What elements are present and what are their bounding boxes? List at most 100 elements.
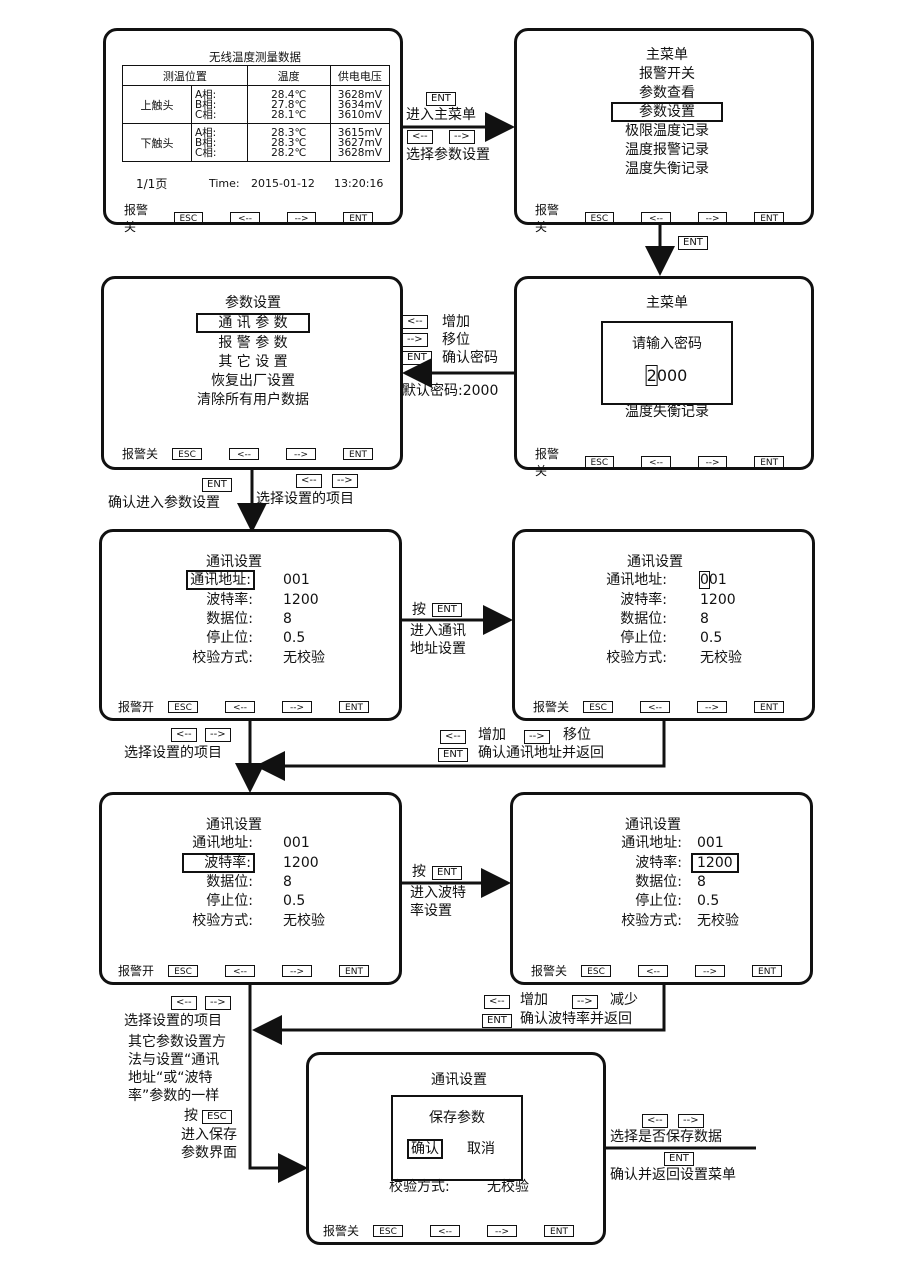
label-stop-bits[interactable]: 停止位:: [206, 893, 253, 909]
esc-button[interactable]: ESC: [172, 447, 203, 460]
label-stop-bits[interactable]: 停止位:: [206, 630, 253, 646]
right-button[interactable]: -->: [286, 212, 317, 224]
key-ent: ENT: [664, 1152, 694, 1166]
screen-comm-edit-address: 通讯设置 通讯地址: 001 波特率: 1200 数据位: 8 停止位: 0.5…: [512, 529, 815, 721]
esc-button[interactable]: ESC: [373, 1224, 404, 1237]
param-item-clear-data[interactable]: 清除所有用户数据: [197, 392, 309, 408]
value-comm-address-editing[interactable]: 001: [699, 571, 727, 589]
label-comm-address[interactable]: 通讯地址:: [192, 835, 253, 851]
alarm-status: 报警关: [533, 700, 570, 714]
param-item-alarm[interactable]: 报 警 参 数: [218, 335, 288, 351]
esc-button[interactable]: ESC: [581, 964, 612, 977]
ent-button[interactable]: ENT: [544, 1224, 575, 1237]
ent-button[interactable]: ENT: [754, 456, 785, 468]
ent-button[interactable]: ENT: [339, 964, 370, 977]
header-voltage: 供电电压: [329, 65, 391, 86]
confirm-button[interactable]: 确认: [407, 1139, 443, 1159]
left-button[interactable]: <--: [230, 212, 260, 224]
ann-enter-baud: 进入波特: [410, 885, 466, 901]
esc-button[interactable]: ESC: [584, 212, 615, 224]
ann-confirm-enter-params: 确认进入参数设置: [108, 495, 220, 511]
label-comm-address[interactable]: 通讯地址:: [606, 572, 667, 588]
menu-item-temp-imbalance-record[interactable]: 温度失衡记录: [625, 161, 709, 177]
softkey-row: 报警关 ESC <-- --> ENT: [535, 445, 811, 479]
softkey-row: 报警关 ESC <-- --> ENT: [531, 962, 809, 979]
left-button[interactable]: <--: [430, 1224, 461, 1237]
label-baud-rate[interactable]: 波特率:: [635, 855, 682, 871]
key-left: <--: [407, 130, 433, 144]
label-data-bits[interactable]: 数据位:: [206, 611, 253, 627]
ann-increase: 增加: [520, 992, 548, 1008]
key-ent: ENT: [426, 92, 456, 106]
label-data-bits[interactable]: 数据位:: [206, 874, 253, 890]
esc-button[interactable]: ESC: [584, 456, 615, 468]
menu-item-param-view[interactable]: 参数查看: [639, 85, 695, 101]
label-baud-rate[interactable]: 波特率:: [182, 853, 255, 873]
screen-param-settings: 参数设置 通 讯 参 数 报 警 参 数 其 它 设 置 恢复出厂设置 清除所有…: [101, 276, 403, 470]
screen-password: 主菜单 请输入密码 2000 温度失衡记录 报警关 ESC <-- --> EN…: [514, 276, 814, 478]
softkey-row: 报警关 ESC <-- --> ENT: [533, 698, 811, 715]
alarm-status: 报警关: [531, 964, 568, 978]
pwd-cursor-digit: 2: [645, 365, 658, 386]
right-button[interactable]: -->: [695, 964, 726, 977]
pwd-below-text: 温度失衡记录: [625, 404, 709, 420]
ent-button[interactable]: ENT: [752, 964, 783, 977]
menu-item-alarm-switch[interactable]: 报警开关: [639, 66, 695, 82]
ent-button[interactable]: ENT: [754, 700, 785, 713]
menu-item-param-setting[interactable]: 参数设置: [611, 102, 723, 122]
param-item-other[interactable]: 其 它 设 置: [218, 354, 288, 370]
ent-button[interactable]: ENT: [343, 212, 374, 224]
left-button[interactable]: <--: [225, 964, 256, 977]
softkey-row: 报警开 ESC <-- --> ENT: [118, 698, 396, 715]
label-baud-rate[interactable]: 波特率:: [620, 592, 667, 608]
menu-title: 主菜单: [646, 47, 688, 63]
right-button[interactable]: -->: [282, 700, 313, 713]
label-stop-bits[interactable]: 停止位:: [635, 893, 682, 909]
left-button[interactable]: <--: [640, 700, 671, 713]
label-parity[interactable]: 校验方式:: [606, 650, 667, 666]
value-baud-rate-editing[interactable]: 1200: [691, 853, 739, 873]
label-parity[interactable]: 校验方式:: [192, 650, 253, 666]
label-comm-address[interactable]: 通讯地址:: [621, 835, 682, 851]
label-comm-address[interactable]: 通讯地址:: [186, 570, 255, 590]
esc-button[interactable]: ESC: [583, 700, 614, 713]
esc-button[interactable]: ESC: [168, 700, 199, 713]
label-parity[interactable]: 校验方式:: [192, 913, 253, 929]
esc-button[interactable]: ESC: [173, 212, 204, 224]
left-button[interactable]: <--: [225, 700, 256, 713]
param-item-factory-reset[interactable]: 恢复出厂设置: [211, 373, 295, 389]
ann-decrease: 减少: [610, 992, 638, 1008]
cancel-button[interactable]: 取消: [467, 1141, 495, 1157]
right-button[interactable]: -->: [282, 964, 313, 977]
ent-button[interactable]: ENT: [754, 212, 785, 224]
label-data-bits[interactable]: 数据位:: [620, 611, 667, 627]
right-button[interactable]: -->: [286, 447, 317, 460]
ann-choose-save: 选择是否保存数据: [610, 1129, 722, 1145]
right-button[interactable]: -->: [697, 700, 728, 713]
arrow-comm4-return: [252, 985, 666, 1045]
password-input[interactable]: 2000: [645, 365, 687, 386]
ent-button[interactable]: ENT: [339, 700, 370, 713]
left-button[interactable]: <--: [638, 964, 669, 977]
label-data-bits[interactable]: 数据位:: [635, 874, 682, 890]
softkey-row: 报警关 ESC <-- --> ENT: [323, 1222, 601, 1239]
right-button[interactable]: -->: [487, 1224, 518, 1237]
label-baud-rate[interactable]: 波特率:: [206, 592, 253, 608]
right-button[interactable]: -->: [697, 212, 728, 224]
s1-title: 无线温度测量数据: [209, 50, 301, 64]
menu-item-limit-temp-record[interactable]: 极限温度记录: [625, 123, 709, 139]
ent-button[interactable]: ENT: [343, 447, 374, 460]
esc-button[interactable]: ESC: [168, 964, 199, 977]
left-button[interactable]: <--: [229, 447, 260, 460]
right-button[interactable]: -->: [697, 456, 728, 468]
left-button[interactable]: <--: [641, 456, 671, 468]
key-right: -->: [572, 995, 598, 1009]
param-item-comm[interactable]: 通 讯 参 数: [196, 313, 310, 333]
ann-other-params-1: 其它参数设置方: [128, 1034, 226, 1050]
label-stop-bits[interactable]: 停止位:: [620, 630, 667, 646]
left-button[interactable]: <--: [641, 212, 671, 224]
label-parity[interactable]: 校验方式:: [621, 913, 682, 929]
menu-item-temp-alarm-record[interactable]: 温度报警记录: [625, 142, 709, 158]
